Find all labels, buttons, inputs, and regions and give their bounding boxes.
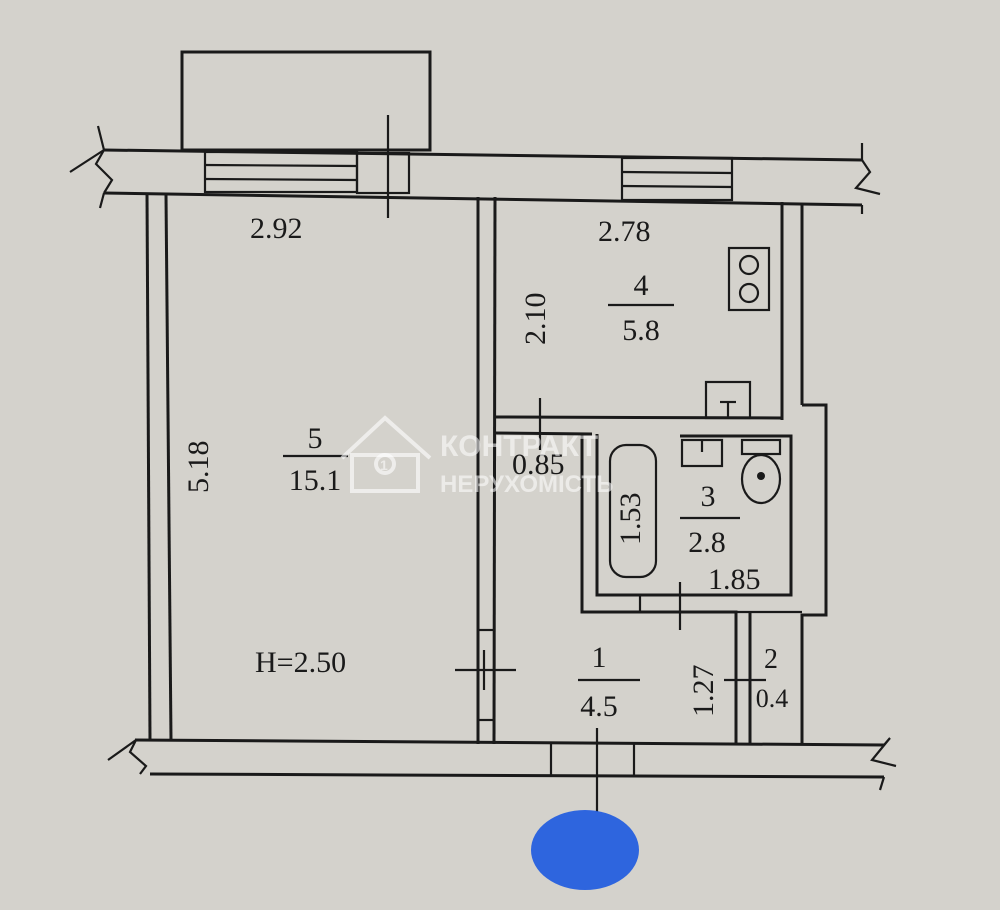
right-exterior-wall [780, 202, 828, 745]
stove [727, 246, 771, 312]
dim-kitchen-depth: 2.10 [519, 293, 552, 346]
balcony [180, 50, 432, 152]
entrance-door [549, 728, 636, 812]
balcony-door [355, 115, 411, 218]
redaction-mark [531, 810, 639, 890]
bottom-exterior-wall [107, 737, 897, 791]
svg-text:1: 1 [592, 641, 607, 674]
balcony-window [203, 150, 359, 194]
svg-text:5: 5 [308, 422, 323, 455]
room-1-label: 1 4.5 [578, 641, 640, 723]
watermark-logo: 1 КОНТРАКТ НЕРУХОМІСТЬ [340, 415, 613, 498]
dim-bath-width: 1.85 [708, 563, 761, 596]
svg-text:5.8: 5.8 [622, 314, 660, 347]
toilet [740, 438, 782, 505]
house-logo-icon [340, 415, 432, 493]
svg-text:15.1: 15.1 [289, 464, 342, 497]
bathtub [608, 443, 658, 579]
kitchen-window [620, 156, 734, 202]
svg-text:0.4: 0.4 [756, 684, 789, 713]
dim-room5-length: 5.18 [182, 441, 215, 494]
dim-bath-length: 1.53 [614, 493, 647, 546]
svg-text:2.8: 2.8 [688, 526, 726, 559]
left-exterior-wall [145, 192, 173, 741]
partition-wall [455, 196, 516, 745]
dim-hall-length: 1.27 [687, 665, 720, 718]
sink [680, 438, 724, 468]
dim-room5-width: 2.92 [250, 212, 303, 245]
ceiling-height: H=2.50 [255, 646, 346, 679]
room-3-label: 3 2.8 [680, 480, 740, 559]
dim-bath-offset: 0.85 [512, 448, 565, 481]
svg-text:1: 1 [380, 457, 388, 473]
kitchen-sink [704, 380, 752, 420]
room-4-label: 4 5.8 [608, 269, 674, 347]
svg-text:3: 3 [701, 480, 716, 513]
room-2-label: 2 0.4 [756, 644, 789, 713]
dim-kitchen-width: 2.78 [598, 215, 651, 248]
top-exterior-wall [69, 125, 881, 214]
svg-text:4: 4 [634, 269, 649, 302]
watermark-line-1: КОНТРАКТ [440, 430, 598, 463]
svg-text:2: 2 [764, 644, 778, 675]
watermark-line-2: НЕРУХОМІСТЬ [440, 471, 613, 498]
room-5-label: 5 15.1 [283, 422, 348, 497]
svg-text:4.5: 4.5 [580, 690, 618, 723]
